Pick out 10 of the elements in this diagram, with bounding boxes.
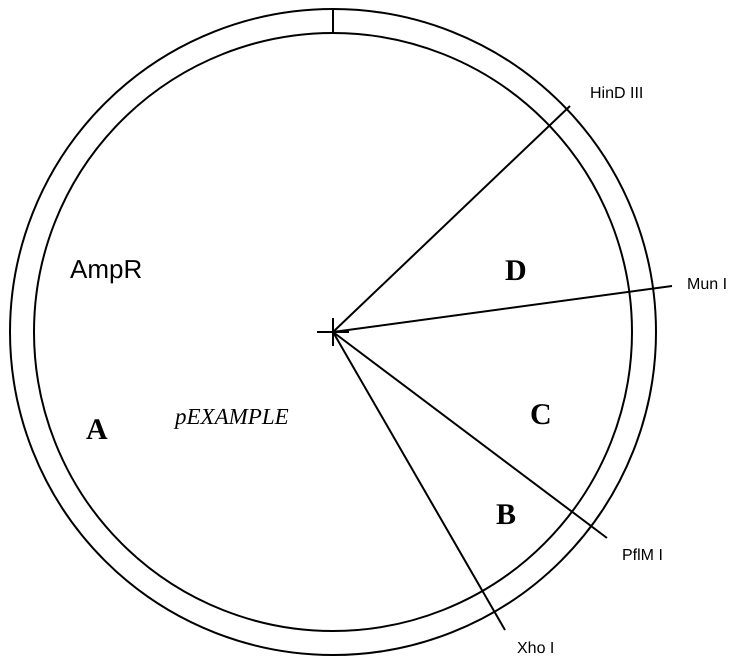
site-label: Xho I: [517, 641, 554, 657]
site-label: Mun I: [687, 277, 728, 293]
fragment-label: D: [505, 256, 527, 286]
gene-label: AmpR: [70, 256, 142, 282]
fragment-label: B: [496, 500, 516, 530]
site-label: PflM I: [622, 548, 663, 564]
fragment-label: C: [530, 400, 552, 430]
site-label: HinD III: [590, 86, 644, 102]
plasmid-name: pEXAMPLE: [175, 405, 289, 428]
fragment-label: A: [86, 415, 108, 445]
